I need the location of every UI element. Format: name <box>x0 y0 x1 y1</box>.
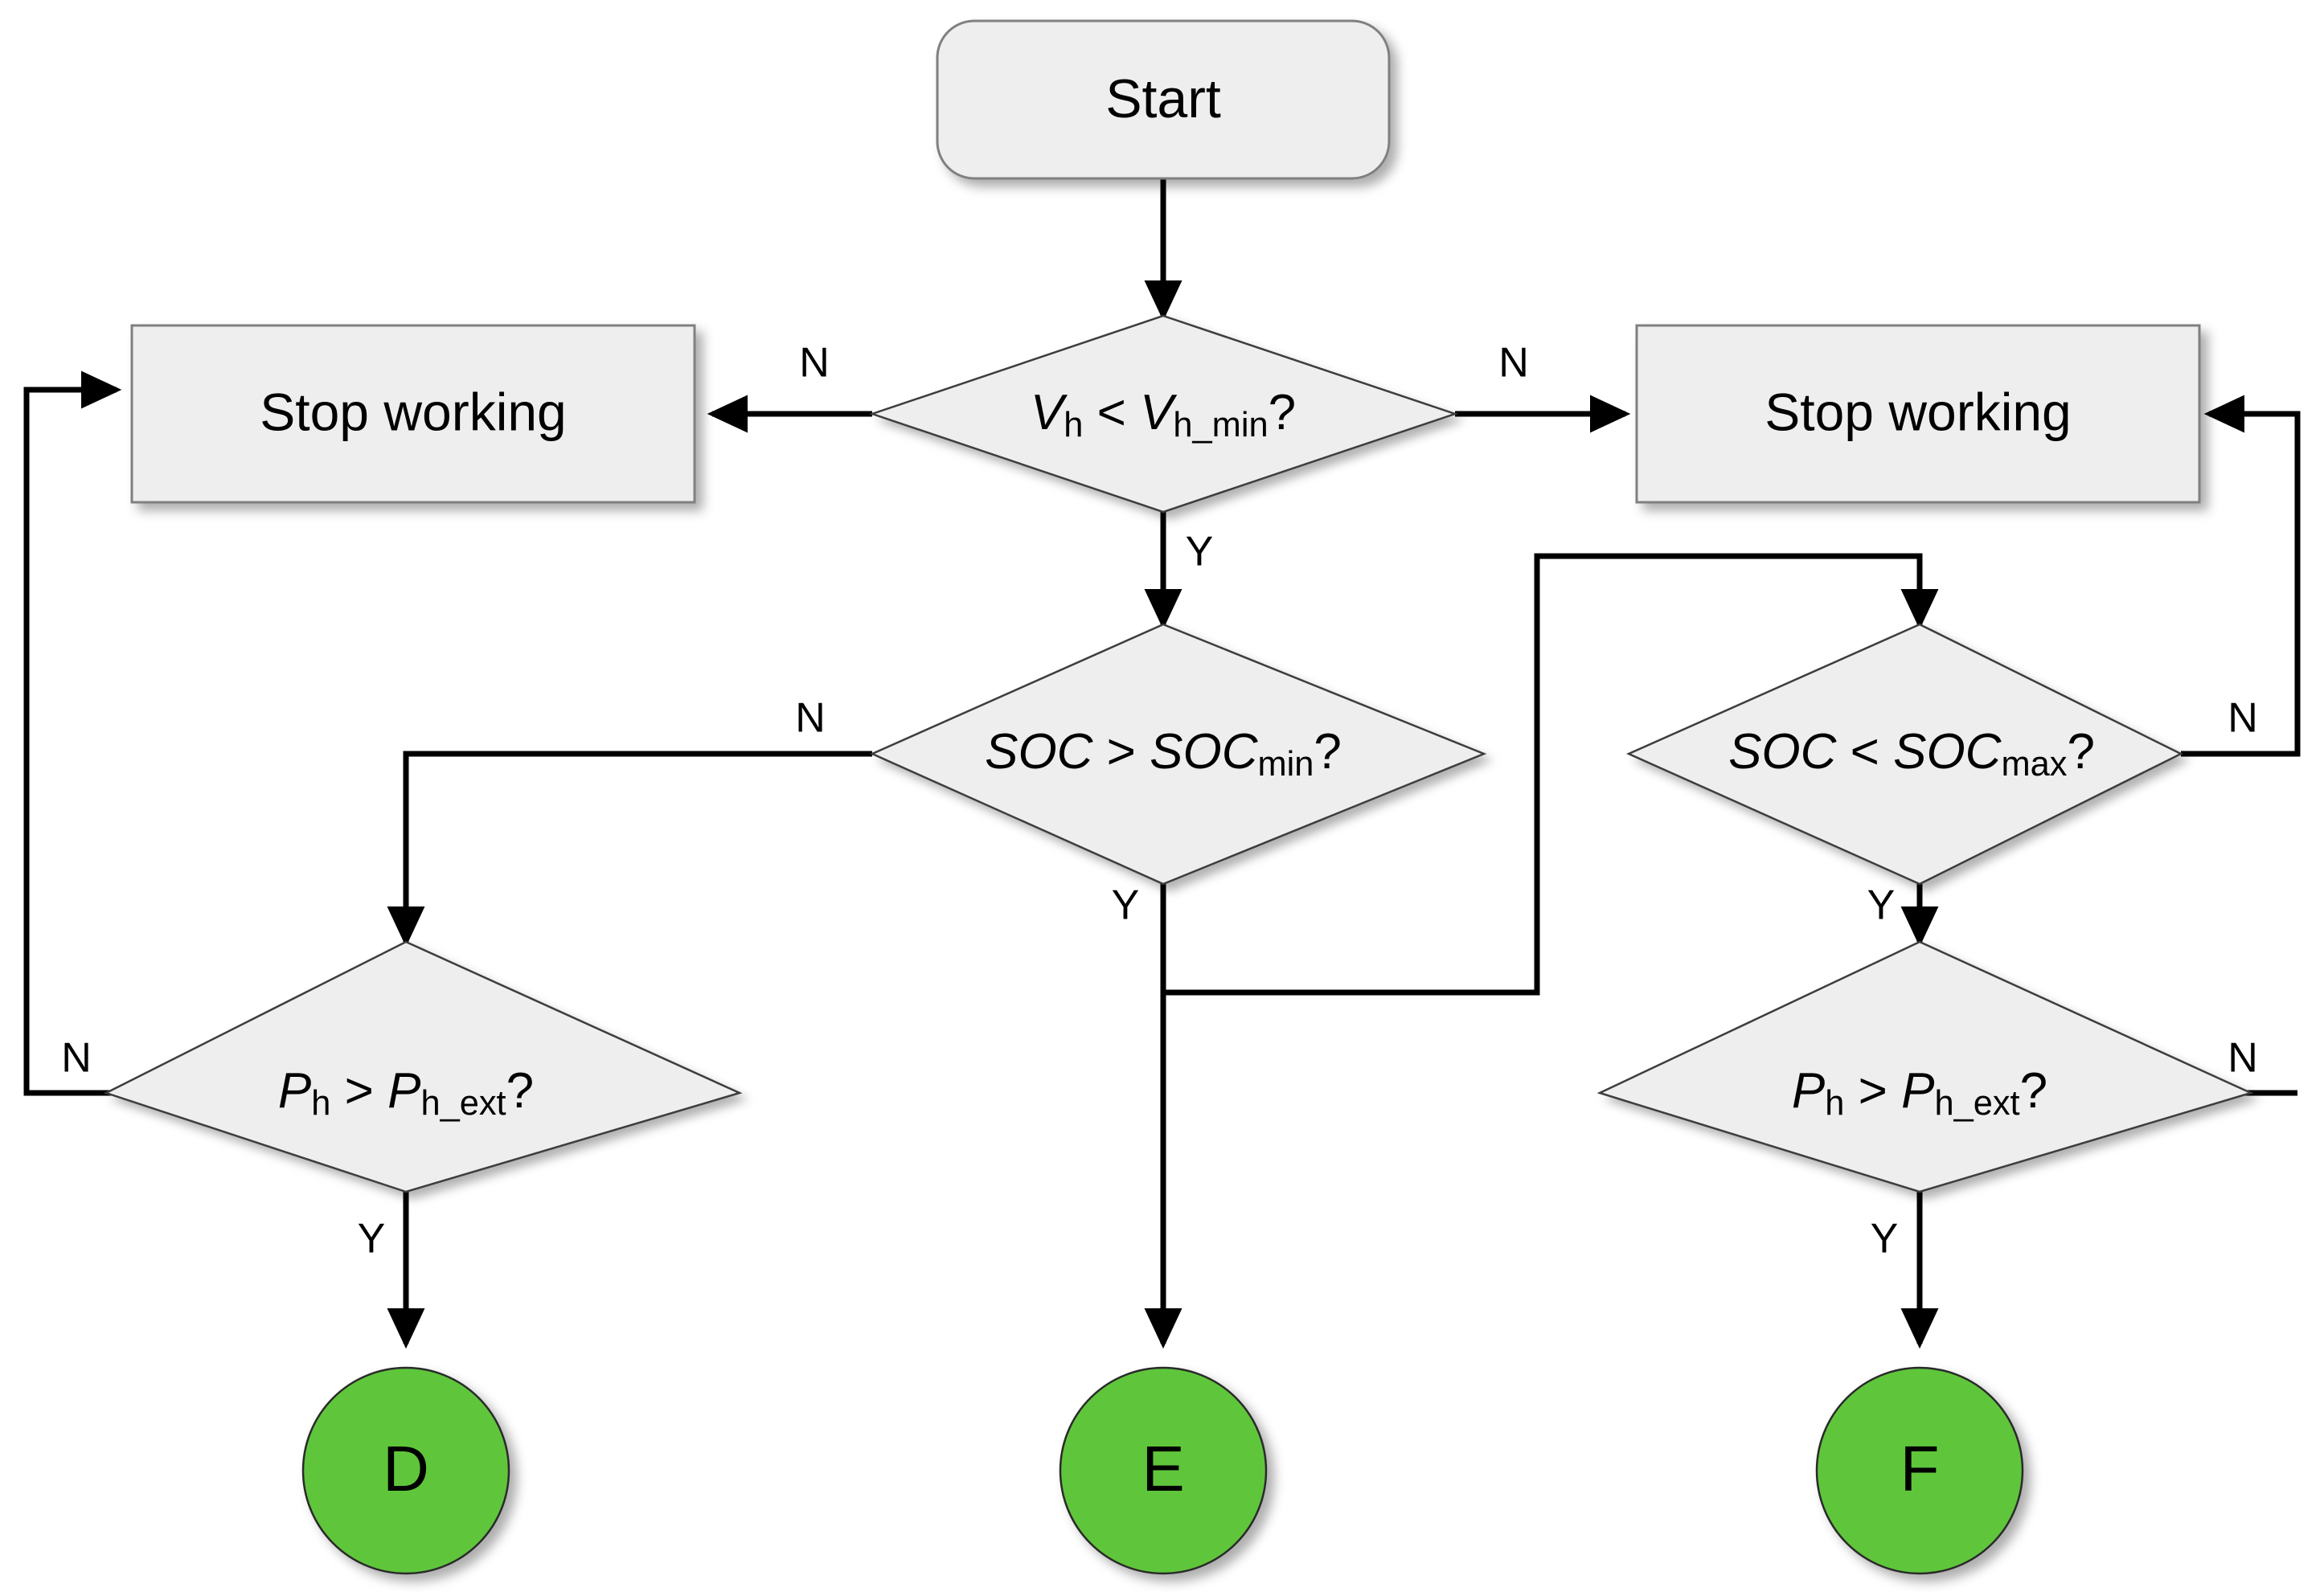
edge-label-socmax-yes: Y <box>1867 882 1896 929</box>
edge-label-socmax-no: N <box>2228 695 2258 742</box>
decision-soc-max-shape <box>1625 623 2183 886</box>
terminal-e-label: E <box>1142 1433 1184 1504</box>
start-label: Start <box>1105 68 1221 129</box>
node-terminal-f[interactable]: F <box>1815 1366 2024 1575</box>
decision-vh-label: Vh < Vh_min? <box>1031 385 1296 444</box>
edge-label-socmin-yes: Y <box>1112 882 1140 929</box>
stop-working-left-label: Stop working <box>260 382 567 441</box>
decision-soc-min-shape <box>869 623 1487 886</box>
node-decision-soc-max[interactable]: SOC < SOCmax? <box>1625 623 2183 886</box>
node-terminal-e[interactable]: E <box>1059 1366 1268 1575</box>
terminal-d-shape <box>301 1366 510 1575</box>
node-stop-working-left[interactable]: Stop working <box>130 324 696 504</box>
node-decision-soc-min[interactable]: SOC > SOCmin? <box>869 623 1487 886</box>
decision-ph-right-shape <box>1596 940 2254 1193</box>
edge-ph-left-no-to-stop-left <box>23 370 146 1096</box>
edge-label-ph-right-yes: Y <box>1871 1216 1899 1262</box>
decision-soc-max-label: SOC < SOCmax? <box>1728 724 2095 784</box>
edge-label-ph-left-yes: Y <box>358 1216 386 1262</box>
stop-working-right-shape <box>1635 324 2201 504</box>
edge-socmin-no-to-ph-left <box>387 751 872 947</box>
edge-label-vh-no-right: N <box>1498 340 1529 387</box>
decision-vh-shape <box>869 314 1458 514</box>
node-start[interactable]: Start <box>936 19 1391 180</box>
terminal-e-shape <box>1059 1366 1268 1575</box>
edge-label-vh-yes: Y <box>1186 529 1214 575</box>
decision-soc-min-label: SOC > SOCmin? <box>985 724 1342 784</box>
edge-label-ph-left-no: N <box>61 1035 92 1082</box>
node-decision-ph-right[interactable]: Ph > Ph_ext? <box>1596 940 2254 1193</box>
start-shape <box>936 19 1391 180</box>
edge-label-ph-right-no: N <box>2228 1035 2258 1082</box>
decision-ph-left-label: Ph > Ph_ext? <box>278 1063 534 1123</box>
terminal-d-label: D <box>383 1433 429 1504</box>
decision-ph-left-shape <box>103 940 743 1193</box>
edge-socmax-no-to-stop-right <box>2181 395 2301 757</box>
terminal-f-shape <box>1815 1366 2024 1575</box>
node-decision-ph-left[interactable]: Ph > Ph_ext? <box>103 940 743 1193</box>
decision-ph-right-label: Ph > Ph_ext? <box>1792 1063 2047 1123</box>
node-decision-vh[interactable]: Vh < Vh_min? <box>869 314 1458 514</box>
edge-socmin-yes-branch-to-socmax <box>1163 553 1939 996</box>
edge-label-vh-no-left: N <box>799 340 830 387</box>
stop-working-left-shape <box>130 324 696 504</box>
terminal-f-label: F <box>1900 1433 1940 1504</box>
node-stop-working-right[interactable]: Stop working <box>1635 324 2201 504</box>
stop-working-right-label: Stop working <box>1765 382 2072 441</box>
edge-label-socmin-no: N <box>795 695 826 742</box>
node-terminal-d[interactable]: D <box>301 1366 510 1575</box>
